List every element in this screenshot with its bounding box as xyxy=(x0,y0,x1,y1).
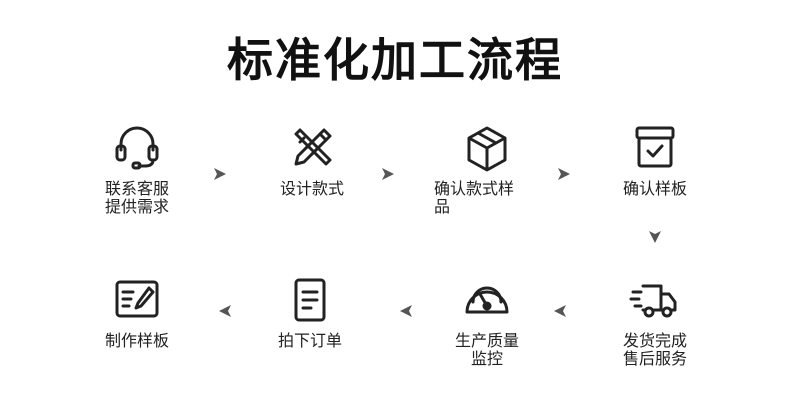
design-tools-icon xyxy=(284,120,340,176)
step-label: 确认款式样 品 xyxy=(434,179,515,216)
arrow-right-icon xyxy=(556,166,572,182)
step-label: 制作样板 xyxy=(104,331,169,350)
step-label: 发货完成 售后服务 xyxy=(622,331,687,368)
step-label: 联系客服 提供需求 xyxy=(104,179,169,216)
step-label: 拍下订单 xyxy=(277,331,342,350)
arrow-left-icon xyxy=(552,303,568,319)
arrow-left-icon xyxy=(217,303,233,319)
gauge-icon xyxy=(459,272,515,328)
arrow-right-icon xyxy=(212,166,228,182)
step-label: 设计款式 xyxy=(279,179,344,198)
arrow-down-icon xyxy=(647,229,663,245)
order-document-icon xyxy=(282,272,338,328)
approved-box-icon xyxy=(627,120,683,176)
step-label: 确认样板 xyxy=(622,179,687,198)
box-icon xyxy=(459,120,515,176)
arrow-left-icon xyxy=(398,303,414,319)
delivery-truck-icon xyxy=(627,272,683,328)
step-label: 生产质量 监控 xyxy=(454,331,519,368)
arrow-right-icon xyxy=(380,166,396,182)
page-title: 标准化加工流程 xyxy=(227,33,563,87)
sample-edit-icon xyxy=(109,272,165,328)
headset-icon xyxy=(109,120,165,176)
